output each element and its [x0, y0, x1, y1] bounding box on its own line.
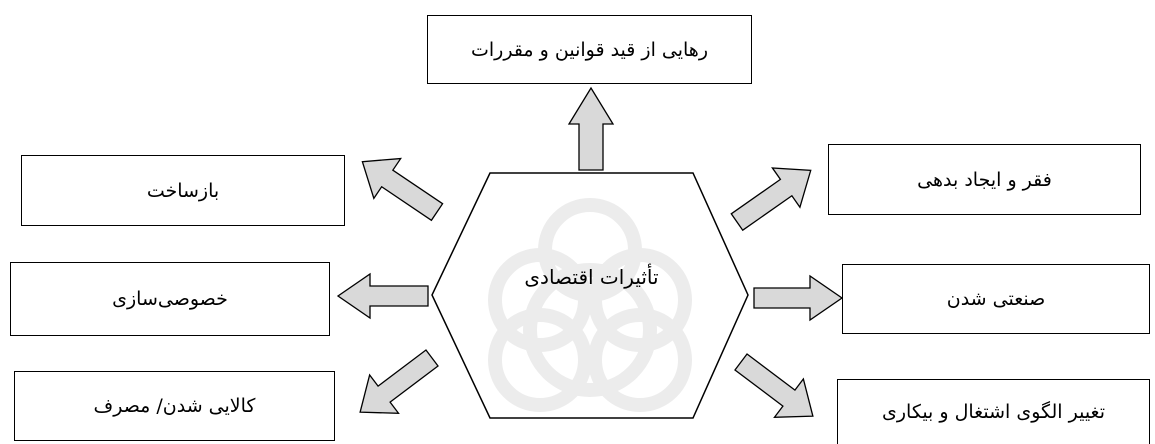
box-right-top-label: فقر و ایجاد بدهی	[917, 168, 1052, 191]
box-left-bottom-label: کالایی شدن/ مصرف	[93, 395, 256, 417]
box-left-bottom: کالایی شدن/ مصرف	[14, 371, 335, 441]
box-right-bottom: تغییر الگوی اشتغال و بیکاری	[837, 379, 1150, 444]
box-left-top: بازساخت	[21, 155, 345, 226]
box-left-middle-label: خصوصی‌سازی	[112, 288, 228, 310]
box-right-top: فقر و ایجاد بدهی	[828, 144, 1141, 215]
arrow-to-left-middle	[336, 272, 429, 320]
arrow-up	[567, 86, 615, 171]
arrow-to-right-bottom	[734, 353, 814, 418]
arrow-to-left-bottom	[359, 349, 439, 414]
box-right-middle: صنعتی شدن	[842, 264, 1150, 334]
box-left-middle: خصوصی‌سازی	[10, 262, 330, 336]
center-label: تأثیرات اقتصادی	[524, 265, 659, 289]
box-top: رهایی از قید قوانین و مقررات	[427, 15, 752, 84]
watermark-ornament	[488, 198, 692, 412]
arrow-to-right-top	[730, 167, 812, 232]
box-left-top-label: بازساخت	[146, 179, 220, 202]
center-hexagon	[431, 172, 749, 419]
box-right-bottom-label: تغییر الگوی اشتغال و بیکاری	[881, 401, 1106, 423]
box-right-middle-label: صنعتی شدن	[946, 288, 1046, 310]
arrow-to-right-middle	[753, 274, 844, 322]
arrow-to-left-top	[361, 157, 444, 222]
box-top-label: رهایی از قید قوانین و مقررات	[471, 38, 708, 61]
